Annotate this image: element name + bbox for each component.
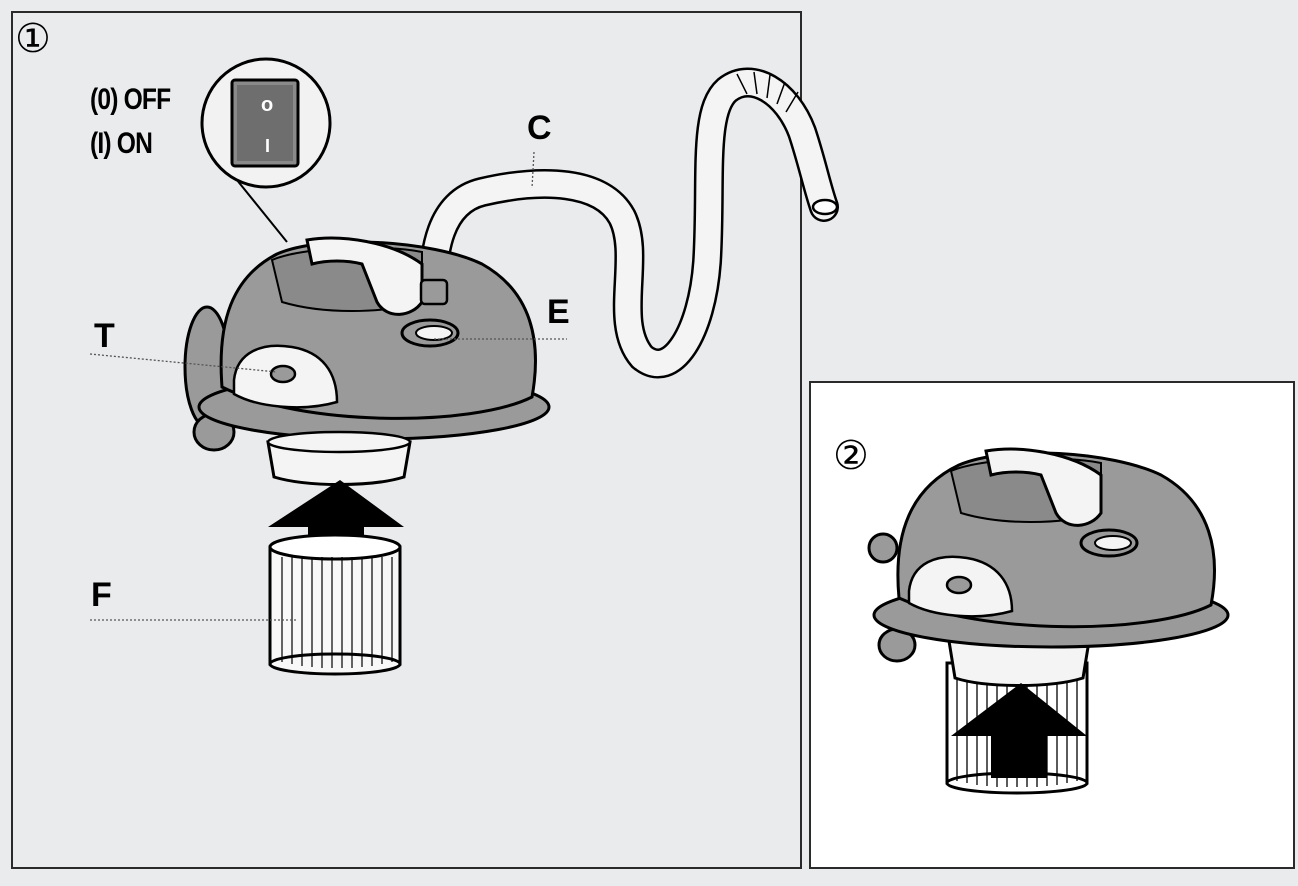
switch-callout (200, 57, 332, 243)
step-1-panel: ① (11, 11, 839, 869)
up-arrow-icon (268, 480, 404, 562)
switch-off-symbol: o (261, 94, 274, 116)
step-1-number: ① (15, 16, 51, 62)
leader-lines (89, 151, 567, 621)
step-1-illustration (89, 57, 839, 676)
up-arrow-icon (951, 683, 1087, 778)
step-2-panel: ② (809, 381, 1295, 869)
hose-label: C (527, 109, 552, 147)
filter-label: F (91, 576, 112, 614)
switch-on-label: (I) ON (90, 127, 153, 160)
vacuum-head-illustration (867, 447, 1230, 663)
switch-on-symbol: I (265, 136, 271, 156)
latch-label: T (94, 317, 115, 355)
switch-off-label: (0) OFF (90, 83, 171, 116)
filter-illustration (268, 533, 402, 676)
step-2-illustration (867, 447, 1230, 795)
vacuum-head-illustration (183, 236, 551, 486)
outlet-label: E (547, 293, 570, 331)
step-2-number: ② (833, 433, 869, 479)
